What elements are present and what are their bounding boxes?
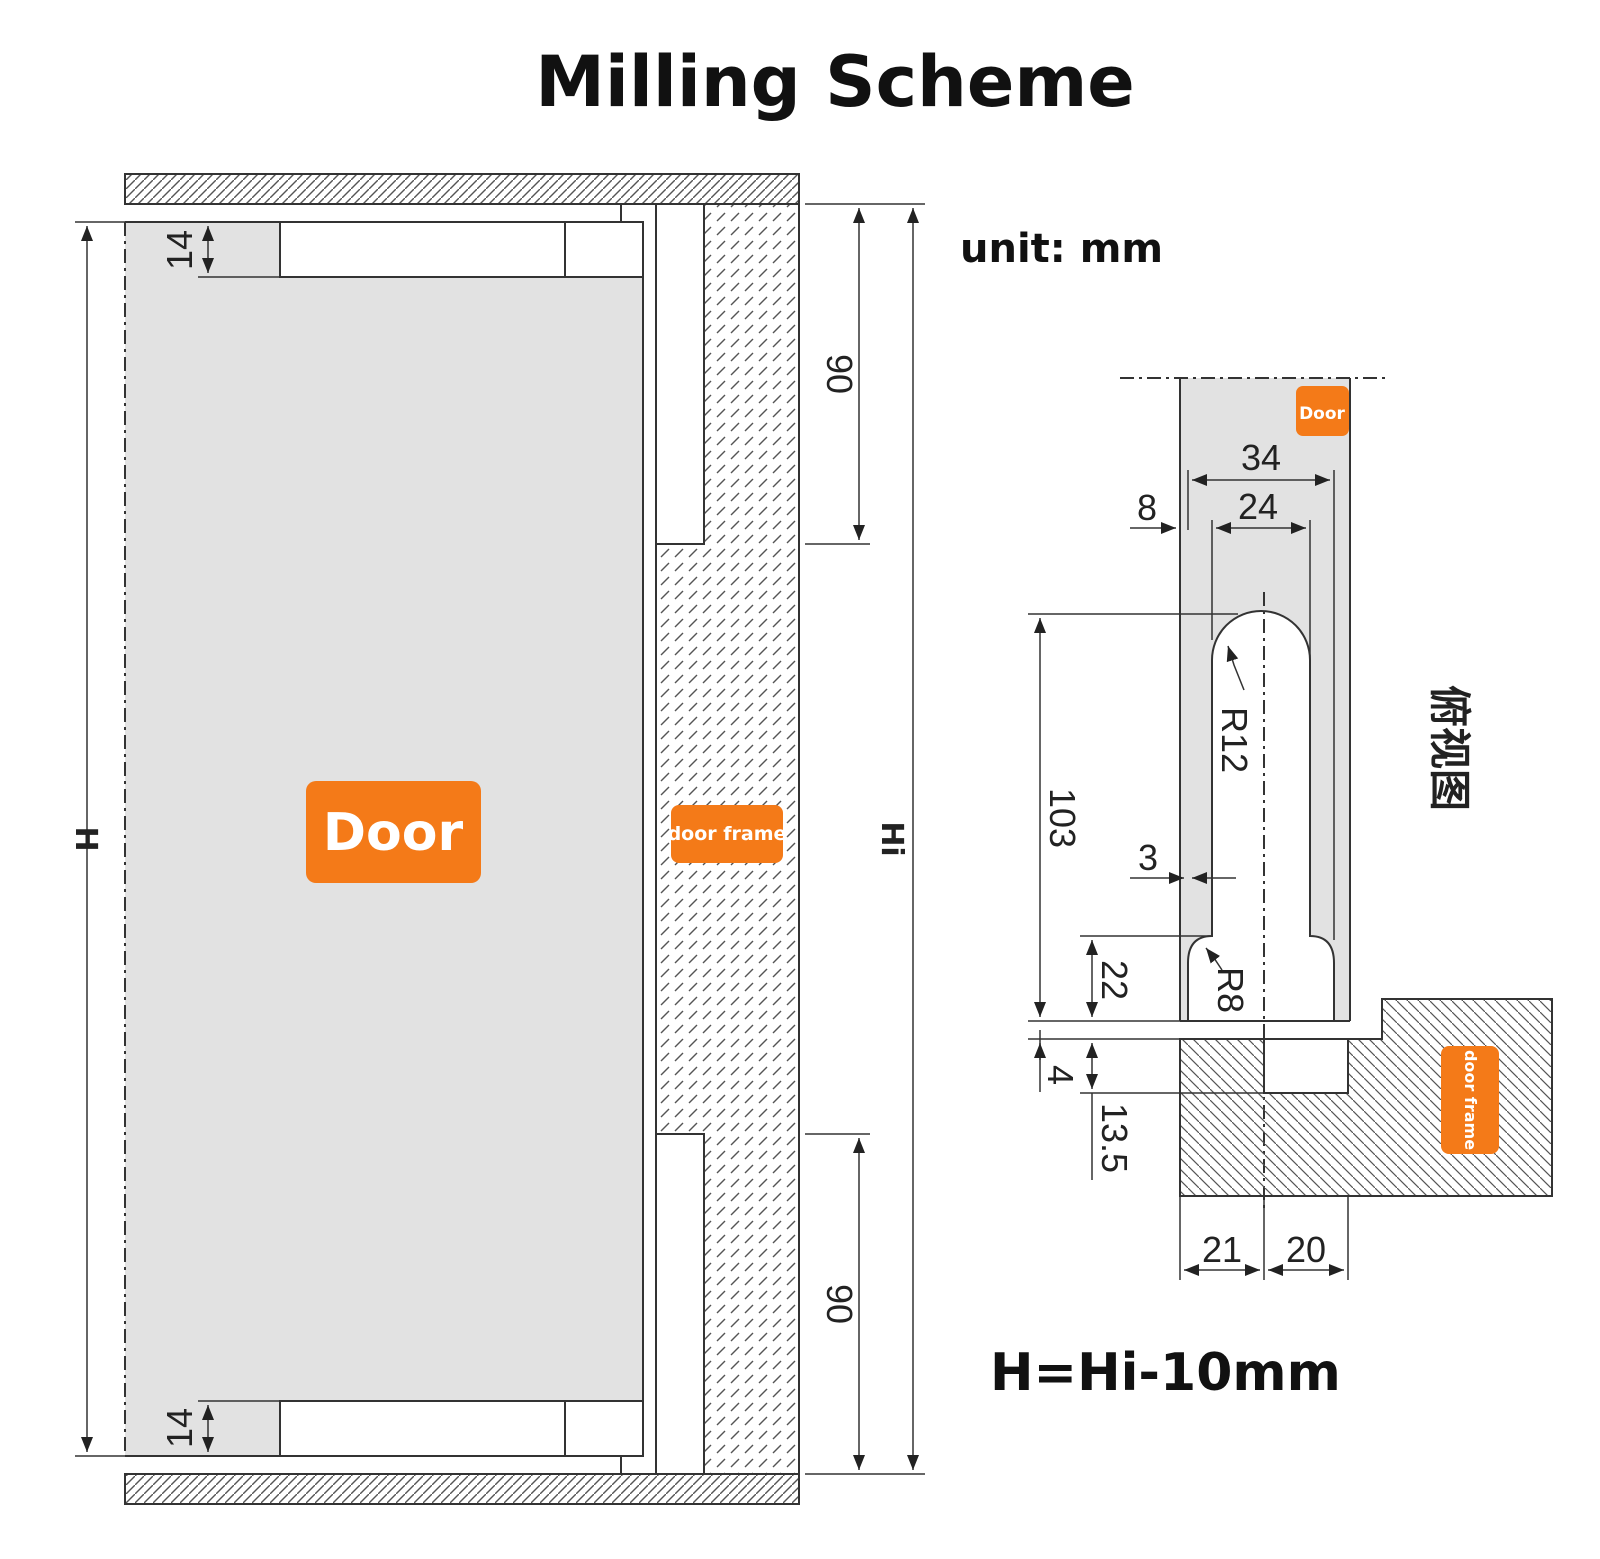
door-frame-badge [671, 805, 783, 863]
top-recess [279, 221, 644, 278]
dim-13-5: 13.5 [1094, 1103, 1135, 1173]
detail-door-frame-badge-label: door frame [1461, 1050, 1480, 1150]
dim-4: 4 [1040, 1065, 1081, 1085]
dim-top-14: 14 [159, 230, 200, 270]
hi-dim-label: Hi [874, 821, 909, 856]
dim-34: 34 [1241, 437, 1281, 478]
dim-r12: R12 [1214, 707, 1255, 773]
dim-8: 8 [1137, 487, 1157, 528]
door-badge-label: Door [323, 803, 464, 863]
page-title: Milling Scheme [535, 41, 1135, 123]
unit-label: unit: mm [960, 226, 1163, 272]
dim-22: 22 [1094, 960, 1135, 1000]
door-badge [306, 781, 481, 883]
top-frame-bar [124, 173, 800, 205]
height-formula: H=Hi-10mm [990, 1343, 1341, 1403]
frame-slot-top [655, 203, 705, 545]
dim-r8: R8 [1210, 967, 1251, 1013]
h-dim-label: H [68, 826, 103, 851]
detail-door-badge-label: Door [1299, 404, 1345, 424]
dim-top-90: 90 [819, 354, 860, 394]
dim-103: 103 [1042, 788, 1083, 848]
dim-21: 21 [1202, 1229, 1242, 1270]
dim-3: 3 [1138, 837, 1158, 878]
bottom-frame-bar [124, 1473, 800, 1505]
top-view-label: 俯视图 [1425, 685, 1474, 811]
dim-24: 24 [1238, 486, 1278, 527]
detail-door-badge [1296, 386, 1349, 436]
dim-bottom-14: 14 [159, 1408, 200, 1448]
detail-door-frame-badge [1441, 1046, 1499, 1154]
frame-slot-bottom [655, 1133, 705, 1475]
dim-bottom-90: 90 [819, 1284, 860, 1324]
door-frame-badge-label: door frame [668, 823, 787, 845]
dim-20: 20 [1286, 1229, 1326, 1270]
detail-frame-pocket [1263, 1038, 1349, 1094]
bottom-recess [279, 1400, 644, 1457]
